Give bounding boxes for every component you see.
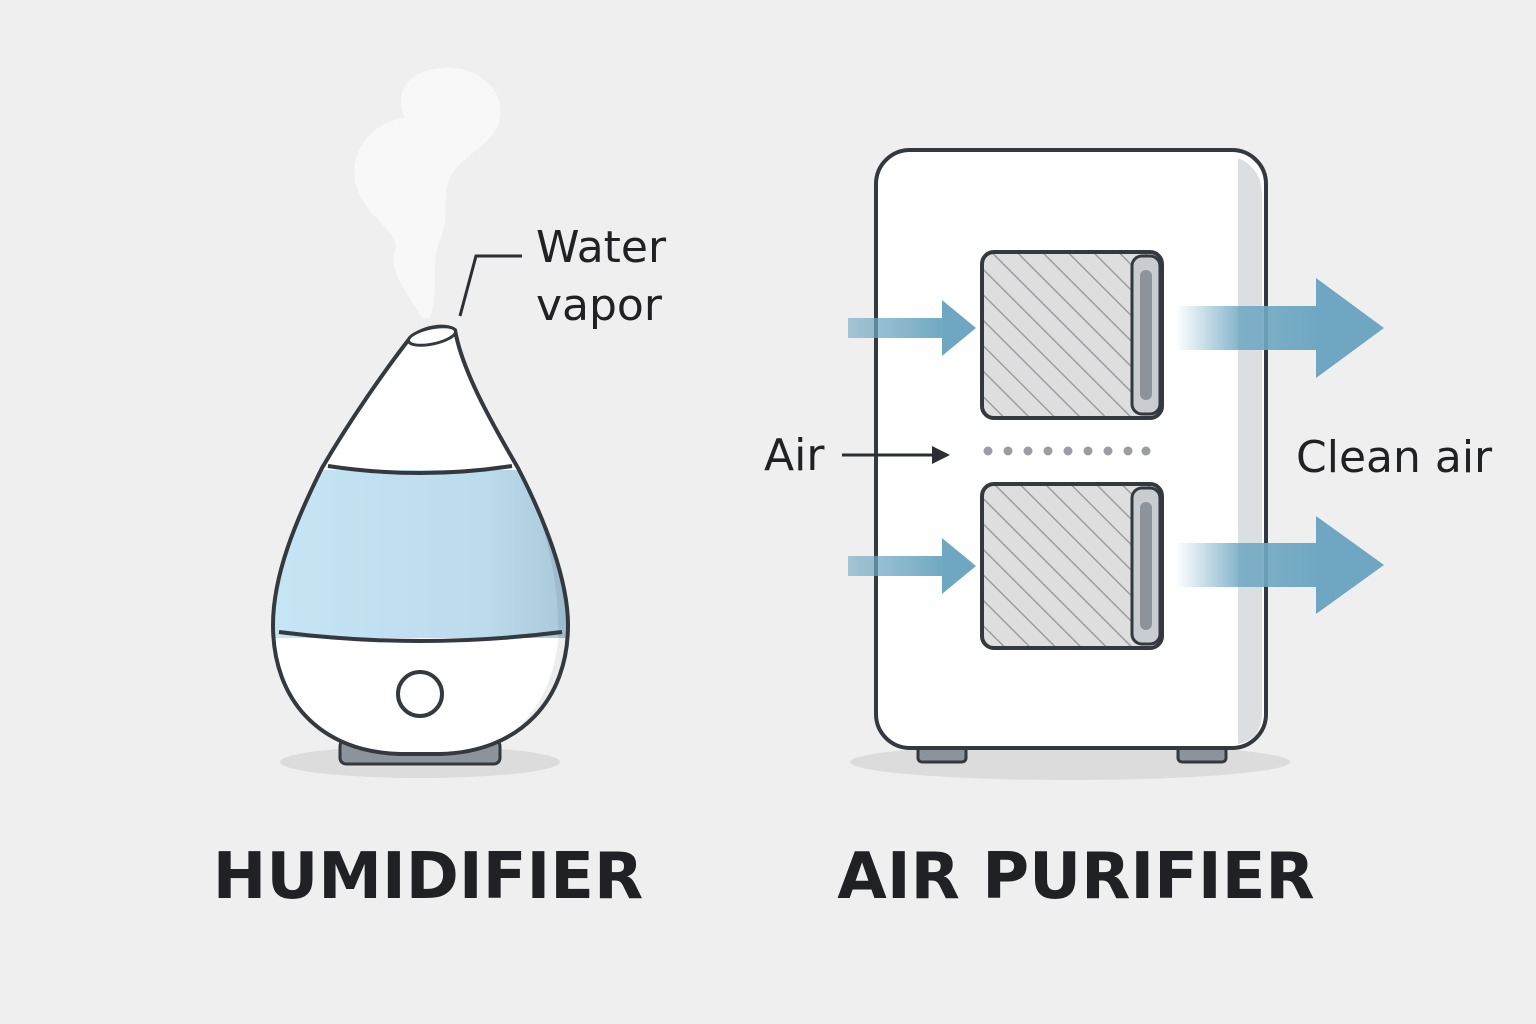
humidifier-body bbox=[271, 324, 570, 756]
tank-top-line bbox=[327, 464, 513, 475]
arrow-icon bbox=[1176, 516, 1384, 614]
airflow-dots bbox=[983, 446, 1151, 456]
output-arrow-top-head bbox=[1316, 278, 1384, 378]
air-intake-label: Air bbox=[764, 430, 825, 481]
output-arrow-top-shaft bbox=[1176, 306, 1318, 350]
filter-bottom bbox=[980, 482, 1164, 650]
air-purifier-title: AIR PURIFIER bbox=[837, 840, 1314, 914]
filter-icon bbox=[980, 482, 1164, 650]
tank-bottom-line bbox=[278, 630, 563, 643]
water-vapor-label-line2: vapor bbox=[536, 280, 663, 331]
steam-icon bbox=[354, 67, 501, 318]
intake-arrow-bottom-head bbox=[942, 538, 976, 594]
water-tank bbox=[273, 470, 568, 638]
air-purifier-icon bbox=[850, 148, 1290, 780]
filter-icon bbox=[980, 250, 1164, 420]
intake-arrow-bottom-shaft bbox=[848, 556, 948, 576]
humidifier-icon bbox=[271, 324, 570, 778]
mist-nozzle bbox=[406, 325, 458, 347]
water-vapor-label-line1: Water bbox=[536, 222, 667, 273]
arrow-icon bbox=[848, 538, 976, 594]
air-pointer-head bbox=[932, 446, 950, 464]
clean-air-label: Clean air bbox=[1296, 432, 1493, 483]
intake-arrow-top-shaft bbox=[848, 318, 948, 338]
output-arrow-bottom-head bbox=[1316, 516, 1384, 614]
arrow-icon bbox=[848, 300, 976, 356]
filter-top bbox=[980, 250, 1164, 420]
power-button bbox=[396, 670, 444, 718]
arrow-icon bbox=[1176, 278, 1384, 378]
water-vapor-leader-line bbox=[458, 254, 522, 317]
humidifier-title: HUMIDIFIER bbox=[213, 840, 644, 914]
intake-arrow-top-head bbox=[942, 300, 976, 356]
output-arrow-bottom-shaft bbox=[1176, 543, 1318, 587]
